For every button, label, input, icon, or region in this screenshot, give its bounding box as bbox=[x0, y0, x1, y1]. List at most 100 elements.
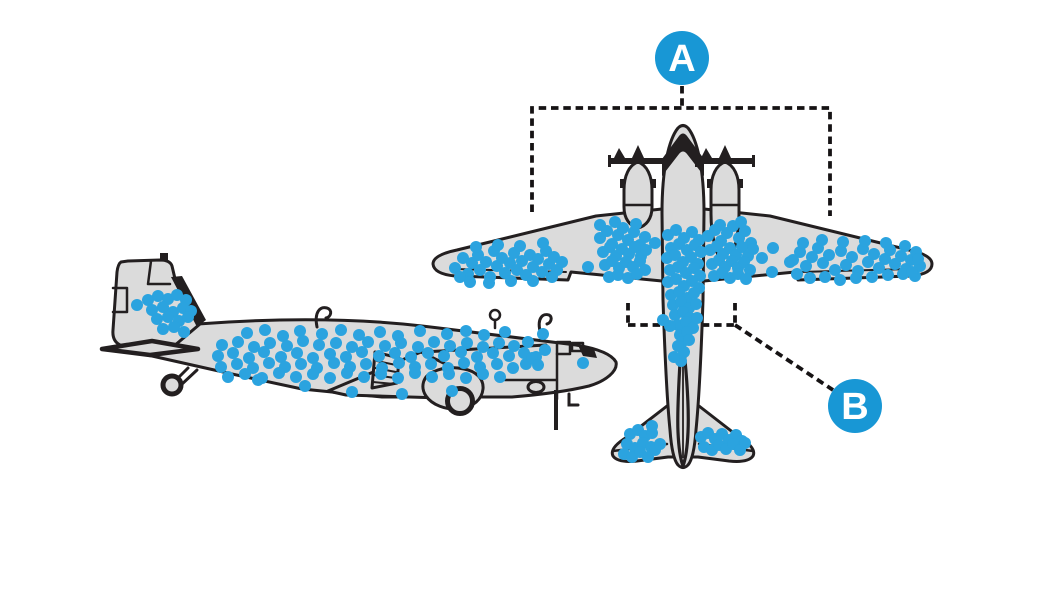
bullet-hole-dot bbox=[767, 242, 779, 254]
bullet-hole-dot bbox=[373, 350, 385, 362]
bullet-hole-dot bbox=[449, 262, 461, 274]
bullet-hole-dot bbox=[622, 272, 634, 284]
bullet-hole-dot bbox=[277, 330, 289, 342]
bullet-hole-dot bbox=[446, 385, 458, 397]
bullet-hole-dot bbox=[294, 325, 306, 337]
bullet-hole-dot bbox=[527, 275, 539, 287]
top-view-dots bbox=[449, 216, 926, 463]
side-cockpit-window bbox=[555, 340, 572, 356]
side-fin-hinge-line bbox=[146, 259, 172, 286]
bullet-hole-dot bbox=[532, 359, 544, 371]
bullet-hole-dot bbox=[912, 253, 924, 265]
bullet-hole-dot bbox=[537, 328, 549, 340]
label-b-text: B bbox=[841, 386, 868, 428]
bullet-hole-dot bbox=[744, 264, 756, 276]
bullet-hole-dot bbox=[461, 337, 473, 349]
side-hook-antenna-front bbox=[537, 313, 553, 333]
bullet-hole-dot bbox=[537, 237, 549, 249]
bullet-hole-dot bbox=[690, 298, 702, 310]
bullet-hole-dot bbox=[640, 244, 652, 256]
bullet-hole-dot bbox=[414, 325, 426, 337]
bullet-hole-dot bbox=[412, 341, 424, 353]
bullet-hole-dot bbox=[532, 253, 544, 265]
bullet-hole-dot bbox=[477, 368, 489, 380]
bullet-hole-dot bbox=[379, 340, 391, 352]
bullet-hole-dot bbox=[346, 341, 358, 353]
bullet-hole-dot bbox=[850, 272, 862, 284]
bullet-hole-dot bbox=[816, 234, 828, 246]
bullet-hole-dot bbox=[353, 329, 365, 341]
bullet-hole-dot bbox=[556, 256, 568, 268]
label-b-circle bbox=[828, 379, 882, 433]
bullet-hole-dot bbox=[281, 340, 293, 352]
bullet-hole-dot bbox=[480, 256, 492, 268]
bullet-hole-dot bbox=[460, 325, 472, 337]
bullet-hole-dot bbox=[444, 340, 456, 352]
top-left-nacelle-intake bbox=[620, 179, 624, 188]
bullet-hole-dot bbox=[346, 386, 358, 398]
bullet-hole-dot bbox=[787, 254, 799, 266]
bullet-hole-dot bbox=[654, 438, 666, 450]
bullet-hole-dot bbox=[168, 321, 180, 333]
bullet-hole-dot bbox=[307, 352, 319, 364]
bullet-hole-dot bbox=[683, 334, 695, 346]
bullet-hole-dot bbox=[539, 344, 551, 356]
bullet-hole-dot bbox=[395, 337, 407, 349]
bullet-hole-dot bbox=[470, 241, 482, 253]
bullet-hole-dot bbox=[630, 218, 642, 230]
bullet-hole-dot bbox=[477, 341, 489, 353]
bullet-hole-dot bbox=[157, 323, 169, 335]
side-view-dots bbox=[131, 289, 589, 400]
bullet-hole-dot bbox=[389, 347, 401, 359]
bullet-hole-dot bbox=[295, 358, 307, 370]
bullet-hole-dot bbox=[895, 250, 907, 262]
bullet-hole-dot bbox=[522, 336, 534, 348]
bullet-hole-dot bbox=[494, 371, 506, 383]
bullet-hole-dot bbox=[243, 352, 255, 364]
bullet-hole-dot bbox=[324, 372, 336, 384]
bullet-hole-dot bbox=[664, 320, 676, 332]
bullet-hole-dot bbox=[212, 350, 224, 362]
bullet-hole-dot bbox=[471, 351, 483, 363]
bullet-hole-dot bbox=[612, 269, 624, 281]
region-a-outline bbox=[530, 106, 832, 216]
bullet-hole-dot bbox=[835, 245, 847, 257]
bullet-hole-dot bbox=[714, 219, 726, 231]
bullet-hole-dot bbox=[882, 269, 894, 281]
bullet-hole-dot bbox=[829, 264, 841, 276]
bullet-hole-dot bbox=[157, 301, 169, 313]
bullet-hole-dot bbox=[258, 346, 270, 358]
bullet-hole-dot bbox=[182, 311, 194, 323]
bullet-hole-dot bbox=[457, 252, 469, 264]
bullet-hole-dot bbox=[577, 357, 589, 369]
bullet-hole-dot bbox=[603, 271, 615, 283]
bullet-hole-dot bbox=[639, 231, 651, 243]
bullet-hole-dot bbox=[879, 253, 891, 265]
bullet-hole-dot bbox=[392, 372, 404, 384]
bullet-hole-dot bbox=[819, 271, 831, 283]
bullet-hole-dot bbox=[739, 225, 751, 237]
bullet-hole-dot bbox=[241, 327, 253, 339]
bullet-hole-dot bbox=[897, 268, 909, 280]
bullet-hole-dot bbox=[691, 312, 703, 324]
bullet-hole-dot bbox=[152, 290, 164, 302]
bullet-hole-dot bbox=[443, 368, 455, 380]
bullet-hole-dot bbox=[629, 241, 641, 253]
bullet-hole-dot bbox=[146, 304, 158, 316]
bullet-hole-dot bbox=[275, 351, 287, 363]
bullet-hole-dot bbox=[631, 268, 643, 280]
bullet-hole-dot bbox=[273, 367, 285, 379]
bullet-hole-dot bbox=[178, 326, 190, 338]
bullet-hole-dot bbox=[454, 271, 466, 283]
bullet-hole-dot bbox=[493, 337, 505, 349]
top-left-nacelle-intake-2 bbox=[652, 179, 656, 188]
bullet-hole-dot bbox=[151, 313, 163, 325]
bullet-hole-dot bbox=[227, 347, 239, 359]
side-antenna-mast-bracket bbox=[567, 392, 580, 407]
bullet-hole-dot bbox=[425, 358, 437, 370]
bullet-hole-dot bbox=[264, 337, 276, 349]
bullet-hole-dot bbox=[248, 341, 260, 353]
side-windshield bbox=[577, 343, 597, 358]
bullet-hole-dot bbox=[232, 336, 244, 348]
